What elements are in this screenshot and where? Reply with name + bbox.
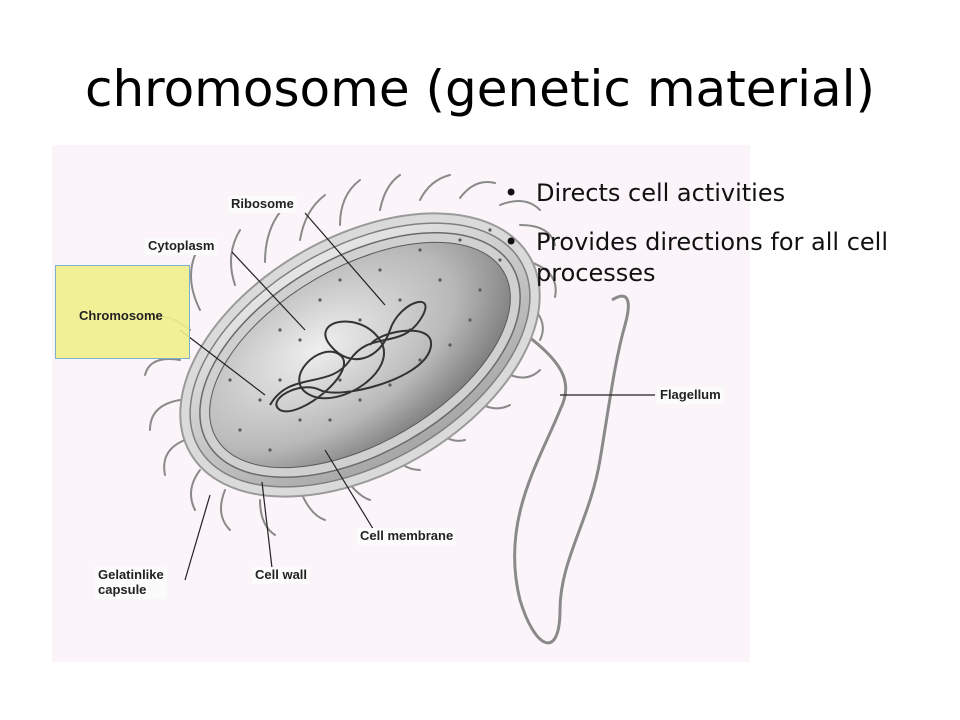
label-cytoplasm: Cytoplasm bbox=[145, 238, 218, 255]
label-cell-wall: Cell wall bbox=[252, 567, 311, 584]
label-flagellum: Flagellum bbox=[657, 387, 724, 404]
label-capsule-line1: Gelatinlike bbox=[98, 567, 164, 582]
flagellum bbox=[513, 294, 630, 645]
chromosome-strand bbox=[269, 301, 433, 413]
label-capsule-line2: capsule bbox=[98, 581, 147, 597]
label-chromosome: Chromosome bbox=[79, 308, 163, 323]
label-capsule: Gelatinlike capsule bbox=[95, 567, 167, 599]
leader-lines bbox=[179, 212, 655, 581]
label-ribosome: Ribosome bbox=[228, 196, 297, 213]
label-cell-membrane: Cell membrane bbox=[357, 528, 457, 545]
bullet-item: Provides directions for all cell process… bbox=[500, 227, 900, 289]
chromosome-highlight: Chromosome bbox=[55, 265, 190, 359]
slide-title: chromosome (genetic material) bbox=[84, 60, 876, 118]
bullet-item: Directs cell activities bbox=[500, 178, 900, 209]
bullet-list: Directs cell activities Provides directi… bbox=[500, 178, 900, 308]
